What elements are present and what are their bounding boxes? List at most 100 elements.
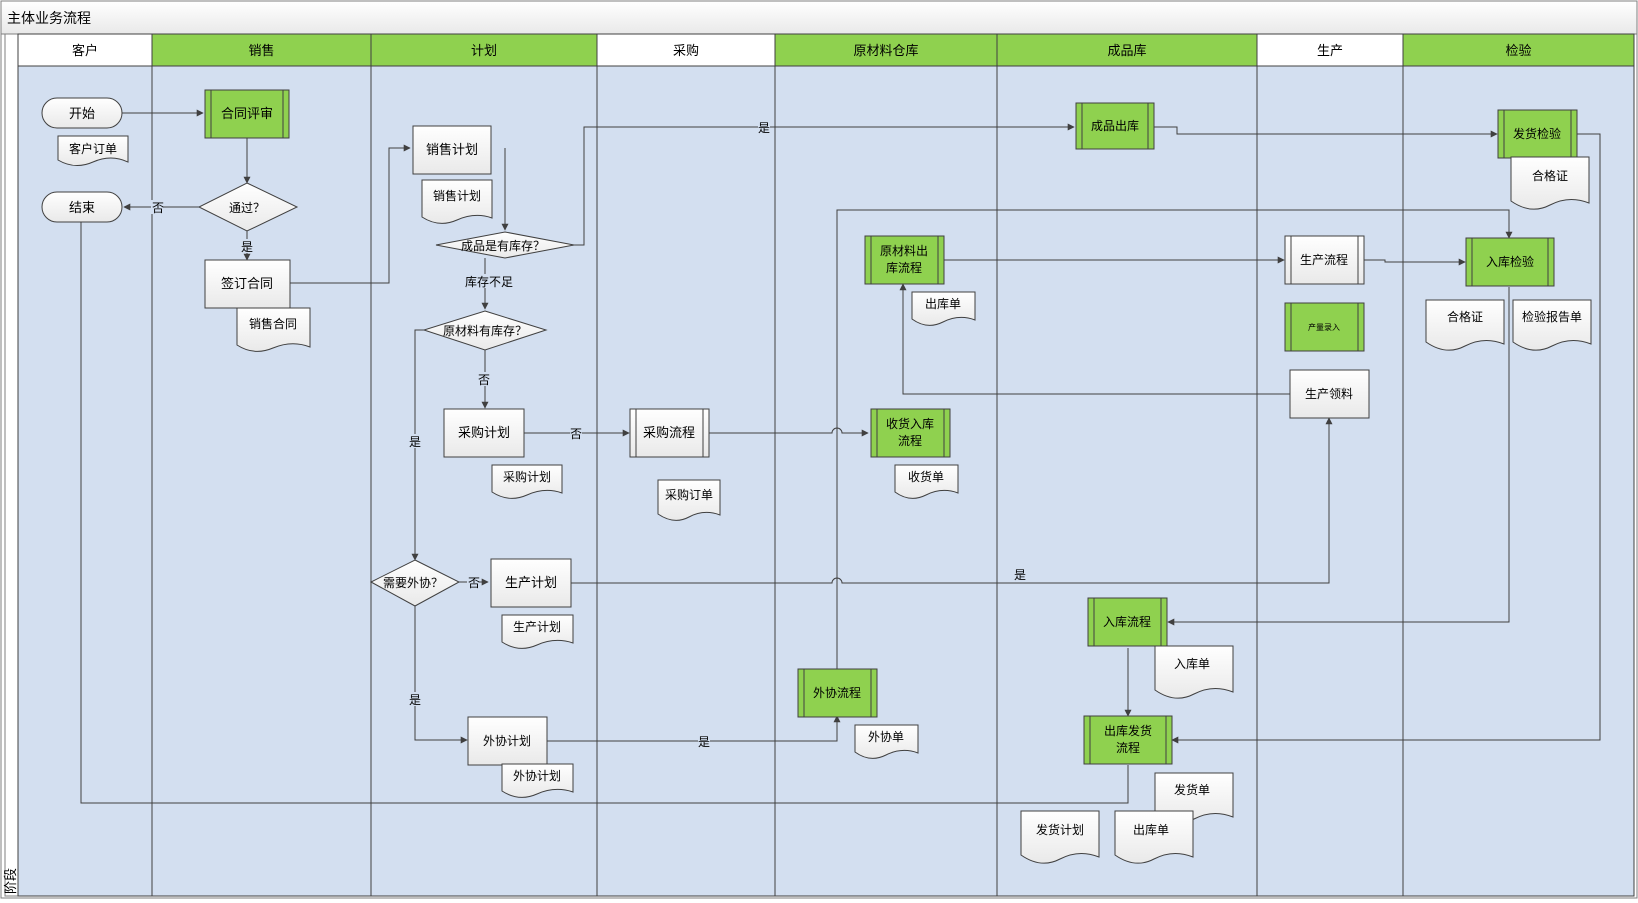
process-inbound-inspection[interactable]: 入库检验: [1465, 237, 1555, 287]
doc-inbound[interactable]: 入库单: [1154, 645, 1234, 699]
label-fg-yes: 是: [758, 121, 770, 135]
edge-fgstock-yes-outbound: [574, 123, 1075, 246]
svg-text:出库单: 出库单: [1133, 822, 1169, 837]
svg-text:产量录入: 产量录入: [1308, 322, 1340, 332]
label-outsource-yes: 是: [409, 693, 421, 707]
edge-outprocess-to-inbound-inspection: [836, 209, 1513, 669]
label-stock-short: 库存不足: [465, 274, 513, 289]
lane-raw-warehouse: 原材料仓库: [774, 33, 998, 897]
lane-label-production: 生产: [1317, 44, 1343, 59]
svg-text:收货入库: 收货入库: [886, 416, 934, 431]
svg-text:外协计划: 外协计划: [513, 768, 561, 783]
process-contract-review[interactable]: 合同评审: [204, 89, 290, 139]
doc-purchase-plan[interactable]: 采购计划: [491, 464, 563, 499]
edge-shipinspection-to-ship: [1171, 133, 1601, 744]
process-inbound[interactable]: 入库流程: [1087, 597, 1168, 647]
doc-sales-plan[interactable]: 销售计划: [421, 179, 493, 224]
decision-raw-in-stock[interactable]: 原材料有库存？: [422, 310, 548, 351]
process-outsource-plan[interactable]: 外协计划: [467, 716, 548, 766]
process-raw-issue[interactable]: 原材料出 库流程: [864, 235, 945, 285]
doc-issue-slip[interactable]: 出库单: [911, 291, 976, 326]
process-shipment-inspection[interactable]: 发货检验: [1497, 109, 1578, 159]
label-production-yes: 是: [1014, 568, 1026, 582]
process-production[interactable]: 生产流程: [1284, 235, 1365, 285]
decision-fg-in-stock[interactable]: 成品是有库存？: [435, 231, 575, 259]
process-sales-plan[interactable]: 销售计划: [412, 125, 492, 175]
svg-text:生产计划: 生产计划: [513, 620, 561, 634]
lane-label-customer: 客户: [72, 43, 98, 59]
lane-label-finished-warehouse: 成品库: [1107, 43, 1146, 59]
edge-rawstock-yes-outsourceq: [411, 329, 424, 561]
svg-text:采购订单: 采购订单: [665, 487, 713, 502]
process-production-plan[interactable]: 生产计划: [490, 558, 572, 608]
doc-outsource[interactable]: 外协单: [854, 724, 919, 759]
decision-approved[interactable]: 通过？: [197, 182, 299, 232]
label-purchase-no: 否: [570, 427, 582, 441]
doc-customer-order[interactable]: 客户订单: [57, 135, 129, 166]
lane-production: 生产: [1256, 33, 1404, 897]
doc-inspection-report[interactable]: 检验报告单: [1512, 299, 1592, 351]
lane-header-inspection: [1402, 33, 1635, 67]
svg-text:采购计划: 采购计划: [458, 425, 510, 441]
doc-outsource-plan[interactable]: 外协计划: [501, 763, 574, 798]
process-sign-contract[interactable]: 签订合同: [204, 259, 291, 309]
start-terminator[interactable]: 开始: [41, 97, 123, 129]
lane-sales: 销售: [151, 33, 372, 897]
doc-certificate[interactable]: 合格证: [1425, 299, 1505, 351]
process-fg-outbound[interactable]: 成品出库: [1075, 102, 1155, 150]
svg-text:采购流程: 采购流程: [643, 425, 695, 441]
lane-label-purchasing: 采购: [673, 43, 699, 59]
process-receive-inbound[interactable]: 收货入库 流程: [870, 408, 951, 458]
edge-outsourceq-yes-outplan: [414, 606, 468, 744]
doc-delivery-plan[interactable]: 发货计划: [1020, 810, 1100, 864]
svg-text:合同评审: 合同评审: [221, 107, 273, 122]
doc-sales-contract[interactable]: 销售合同: [236, 307, 311, 352]
label-outsource-no: 否: [468, 576, 480, 590]
lane-header-customer: [17, 33, 153, 67]
doc-certificate-shipment[interactable]: 合格证: [1510, 156, 1590, 210]
svg-text:流程: 流程: [1116, 740, 1140, 755]
end-terminator[interactable]: 结束: [41, 191, 123, 223]
phase-column: [4, 33, 19, 897]
doc-receipt[interactable]: 收货单: [894, 464, 959, 499]
process-output-entry[interactable]: 产量录入: [1284, 302, 1365, 352]
svg-text:开始: 开始: [69, 107, 95, 122]
svg-text:发货检验: 发货检验: [1513, 126, 1561, 141]
process-material-request[interactable]: 生产领料: [1289, 369, 1370, 419]
lane-header-planning: [370, 33, 598, 67]
svg-text:外协单: 外协单: [868, 729, 904, 744]
diagram-title: 主体业务流程: [7, 11, 91, 27]
process-outsource[interactable]: 外协流程: [797, 668, 878, 718]
edge-production-to-inbound-inspection: [1364, 258, 1466, 266]
svg-text:外协流程: 外协流程: [813, 685, 861, 700]
svg-text:成品是有库存？: 成品是有库存？: [461, 238, 545, 253]
svg-text:入库检验: 入库检验: [1486, 254, 1534, 269]
svg-text:结束: 结束: [69, 201, 95, 216]
svg-text:合格证: 合格证: [1447, 309, 1483, 324]
lane-header-finished-warehouse: [996, 33, 1258, 67]
lane-label-raw-warehouse: 原材料仓库: [853, 43, 918, 59]
label-raw-yes: 是: [409, 435, 421, 449]
svg-text:生产领料: 生产领料: [1305, 387, 1353, 401]
process-purchase-plan[interactable]: 采购计划: [443, 408, 525, 458]
svg-text:销售计划: 销售计划: [433, 188, 481, 203]
svg-text:通过？: 通过？: [229, 201, 265, 215]
lane-customer: 客户: [17, 33, 153, 897]
svg-text:生产流程: 生产流程: [1300, 252, 1348, 267]
decision-outsource[interactable]: 需要外协？: [369, 559, 461, 607]
svg-text:出库发货: 出库发货: [1104, 723, 1152, 738]
process-ship-outbound[interactable]: 出库发货 流程: [1083, 715, 1173, 765]
doc-production-plan[interactable]: 生产计划: [501, 614, 574, 649]
label-no-end: 否: [152, 201, 164, 215]
lane-purchasing: 采购: [596, 33, 776, 897]
svg-text:客户订单: 客户订单: [69, 141, 117, 156]
doc-outbound[interactable]: 出库单: [1114, 810, 1194, 864]
svg-text:库流程: 库流程: [886, 260, 922, 275]
svg-text:入库单: 入库单: [1174, 656, 1210, 671]
doc-purchase-order[interactable]: 采购订单: [657, 479, 721, 521]
edge-sign-to-salesplan: [290, 144, 411, 284]
process-purchase-process[interactable]: 采购流程: [629, 408, 710, 458]
svg-text:签订合同: 签订合同: [221, 276, 273, 292]
edge-labels: 否 是 是 库存不足 否 是 否 否 是 是 是: [151, 120, 1026, 749]
